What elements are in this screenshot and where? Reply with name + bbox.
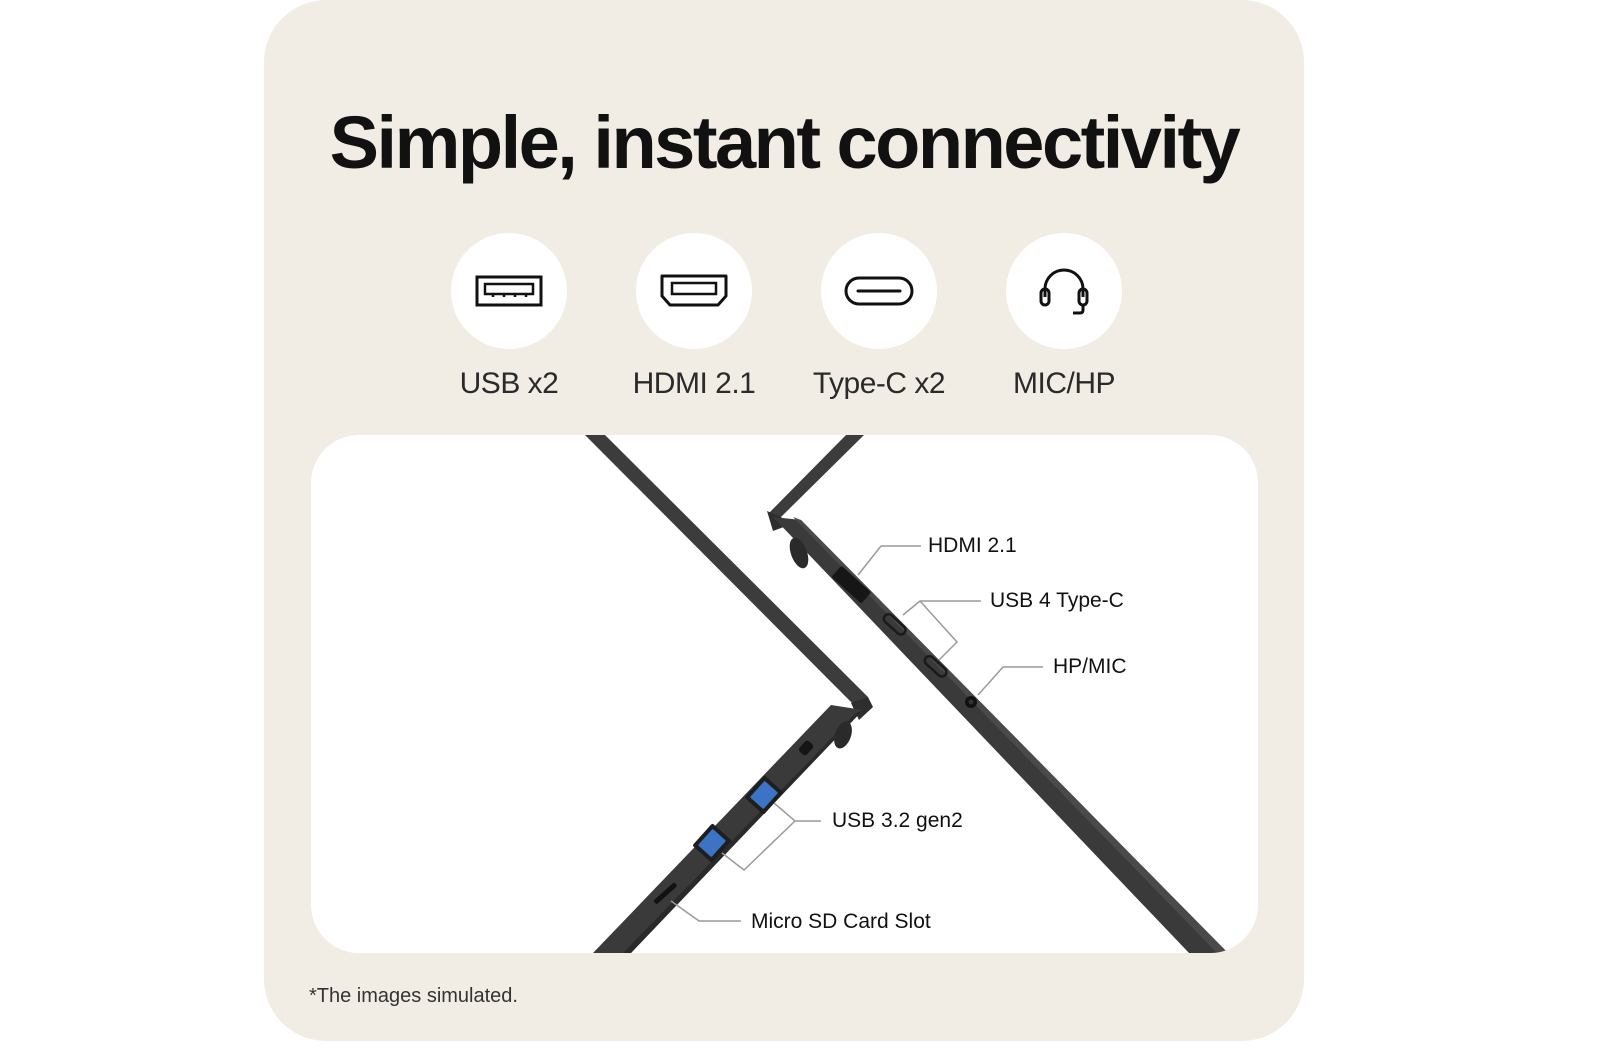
laptop-ports-illustration: HDMI 2.1 USB 4 Type-C HP/MIC USB 3.2 gen… [311, 435, 1258, 953]
port-item-usb: USB x2 [414, 233, 604, 401]
port-label: Type-C x2 [812, 367, 946, 400]
callout-usb4-type-c: USB 4 Type-C [990, 589, 1124, 612]
callout-hdmi: HDMI 2.1 [928, 534, 1017, 557]
usb-c-icon [821, 233, 937, 349]
port-item-hdmi: HDMI 2.1 [599, 233, 789, 401]
usb-a-icon [451, 233, 567, 349]
usb-c-port-1 [882, 612, 907, 636]
hdmi-port [832, 566, 871, 603]
feature-card: Simple, instant connectivity USB x2 [264, 0, 1304, 1041]
callout-hp-mic: HP/MIC [1053, 655, 1127, 678]
headset-icon [1006, 233, 1122, 349]
port-label: HDMI 2.1 [632, 367, 756, 400]
callout-micro-sd: Micro SD Card Slot [751, 910, 931, 933]
usb-a-port-2 [693, 823, 731, 863]
micro-sd-slot [654, 882, 677, 904]
port-icon-row: USB x2 HDMI 2.1 Type-C x2 [264, 233, 1304, 413]
usb-a-port-1 [745, 775, 783, 815]
disclaimer-footnote: *The images simulated. [309, 985, 518, 1007]
headline: Simple, instant connectivity [329, 101, 1241, 184]
port-label: USB x2 [459, 367, 559, 400]
laptop-side-views [585, 435, 1228, 953]
port-label: MIC/HP [1013, 367, 1116, 400]
usb-c-port-2 [923, 654, 948, 678]
port-item-type-c: Type-C x2 [784, 233, 974, 401]
callout-usb32-gen2: USB 3.2 gen2 [832, 809, 963, 832]
hdmi-icon [636, 233, 752, 349]
port-item-mic-hp: MIC/HP [969, 233, 1159, 401]
